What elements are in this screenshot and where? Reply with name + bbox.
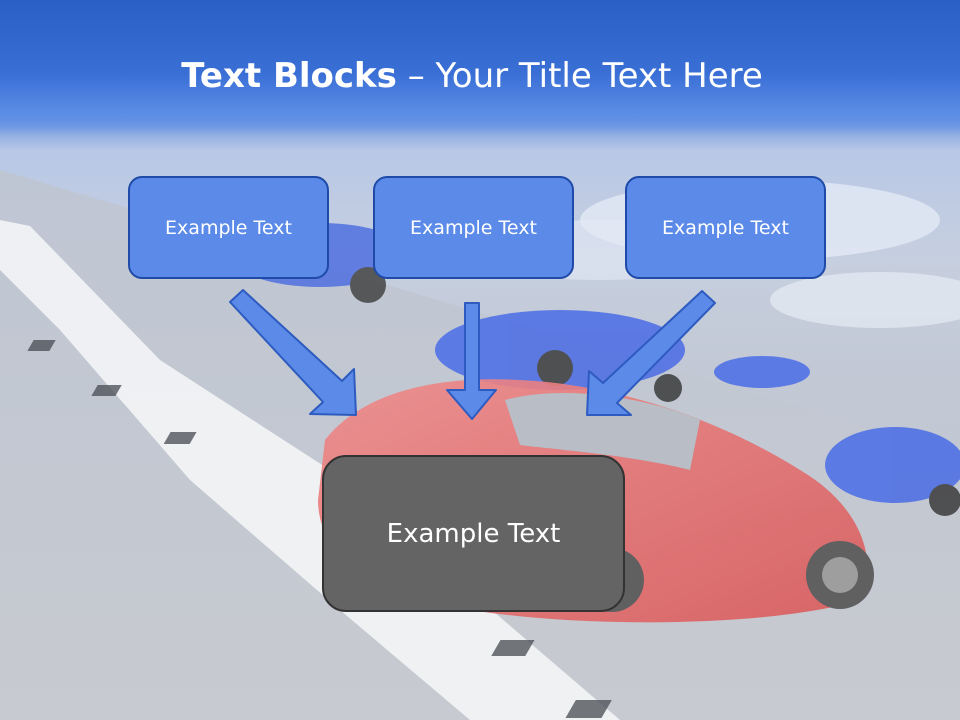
- blue-car-right: [825, 427, 960, 516]
- text-block-3[interactable]: Example Text: [625, 176, 826, 279]
- result-block-label: Example Text: [386, 518, 561, 549]
- title-bold: Text Blocks: [181, 56, 397, 96]
- arrow-right: [586, 290, 716, 416]
- page-title: Text Blocks – Your Title Text Here: [0, 54, 944, 98]
- title-rest: Your Title Text Here: [435, 56, 763, 96]
- text-block-2[interactable]: Example Text: [373, 176, 574, 279]
- arrow-left: [229, 289, 357, 416]
- result-block[interactable]: Example Text: [322, 455, 625, 612]
- text-block-1[interactable]: Example Text: [128, 176, 329, 279]
- text-block-3-label: Example Text: [662, 216, 789, 239]
- title-band: [0, 0, 960, 135]
- blue-car-distant: [714, 356, 810, 388]
- arrow-center: [446, 302, 497, 420]
- text-block-1-label: Example Text: [165, 216, 292, 239]
- text-block-2-label: Example Text: [410, 216, 537, 239]
- title-dash: –: [396, 56, 436, 96]
